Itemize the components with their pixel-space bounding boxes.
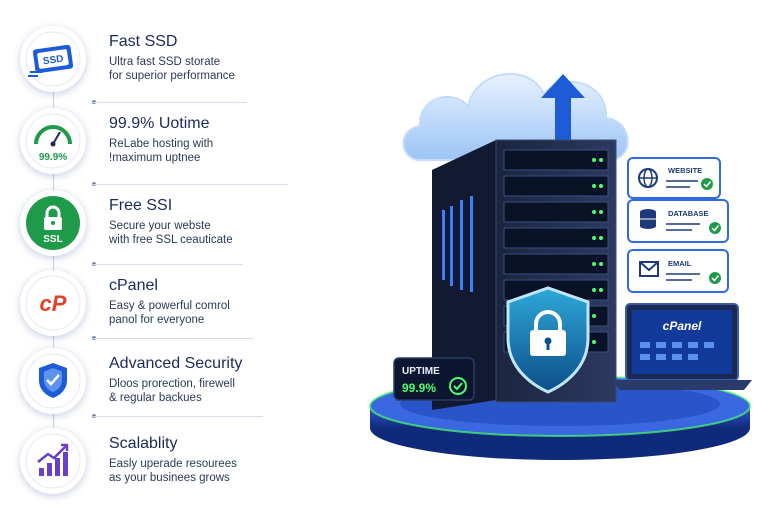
shield-icon xyxy=(20,348,86,414)
uptime-value: 99.9% xyxy=(402,381,436,395)
checkmark-icon xyxy=(449,377,467,395)
feature-uptime: 99.9% 99.9% Uotime ReLabe hosting with !… xyxy=(18,102,298,178)
panel-label: DATABASE xyxy=(668,209,709,218)
database-panel: DATABASE xyxy=(627,199,729,243)
feature-description: Ultra fast SSD storate for superior perf… xyxy=(109,56,235,82)
feature-title: 99.9% Uotime xyxy=(109,115,210,132)
feature-description: Easly uperade resourees as your businees… xyxy=(109,458,237,484)
hosting-illustration: WEBSITE DATABASE xyxy=(360,40,768,490)
divider xyxy=(93,102,247,103)
ssd-drive-icon: SSD xyxy=(20,26,86,92)
cloud-upload-icon xyxy=(402,72,629,161)
feature-fast-ssd: SSD Fast SSD Ultra fast SSD storate for … xyxy=(18,20,298,96)
feature-cpanel: cP cPanel Easy & powerful comrol panol f… xyxy=(18,264,298,340)
feature-title: Scalablity xyxy=(109,435,178,452)
uptime-badge: 99.9% xyxy=(39,152,67,163)
uptime-badge-panel: UPTIME 99.9% xyxy=(393,357,475,401)
laptop-icon: cPanel xyxy=(612,303,752,390)
uptime-label: UPTIME xyxy=(402,366,440,377)
feature-free-ssl: SSL Free SSI Secure your webste with fre… xyxy=(18,184,298,260)
email-panel: EMAIL xyxy=(627,249,729,293)
shield-lock-icon xyxy=(506,286,590,394)
website-panel: WEBSITE xyxy=(627,157,721,199)
panel-label: WEBSITE xyxy=(668,166,702,175)
ssd-badge: SSD xyxy=(42,54,64,68)
speedometer-icon: 99.9% xyxy=(20,108,86,174)
ssl-badge: SSL xyxy=(43,234,62,245)
growth-chart-icon xyxy=(20,428,86,494)
divider xyxy=(93,338,253,339)
feature-description: Secure your webste with free SSL ceautic… xyxy=(109,220,233,246)
panel-label: EMAIL xyxy=(668,259,692,268)
laptop-label: cPanel xyxy=(663,319,702,333)
feature-title: Fast SSD xyxy=(109,33,178,50)
feature-title: cPanel xyxy=(109,277,158,294)
feature-title: Advanced Security xyxy=(109,355,243,372)
feature-description: Dloos prorection, firewell & regular bac… xyxy=(109,378,235,404)
feature-description: Easy & powerful comrol panol for everyon… xyxy=(109,300,230,326)
database-icon xyxy=(640,209,656,229)
feature-description: ReLabe hosting with !maximum uptnee xyxy=(109,138,214,164)
feature-scalability: Scalablity Easly uperade resourees as yo… xyxy=(18,422,298,498)
divider xyxy=(93,184,288,185)
envelope-icon xyxy=(639,261,659,277)
padlock-icon: SSL xyxy=(20,190,86,256)
feature-list: SSD Fast SSD Ultra fast SSD storate for … xyxy=(0,0,300,512)
feature-title: Free SSI xyxy=(109,197,173,214)
feature-advanced-security: Advanced Security Dloos prorection, fire… xyxy=(18,342,298,418)
divider xyxy=(93,264,243,265)
podium-icon xyxy=(369,375,751,460)
cpanel-logo-icon: cP xyxy=(20,270,86,336)
cpanel-badge: cP xyxy=(40,291,67,316)
divider xyxy=(93,416,263,417)
